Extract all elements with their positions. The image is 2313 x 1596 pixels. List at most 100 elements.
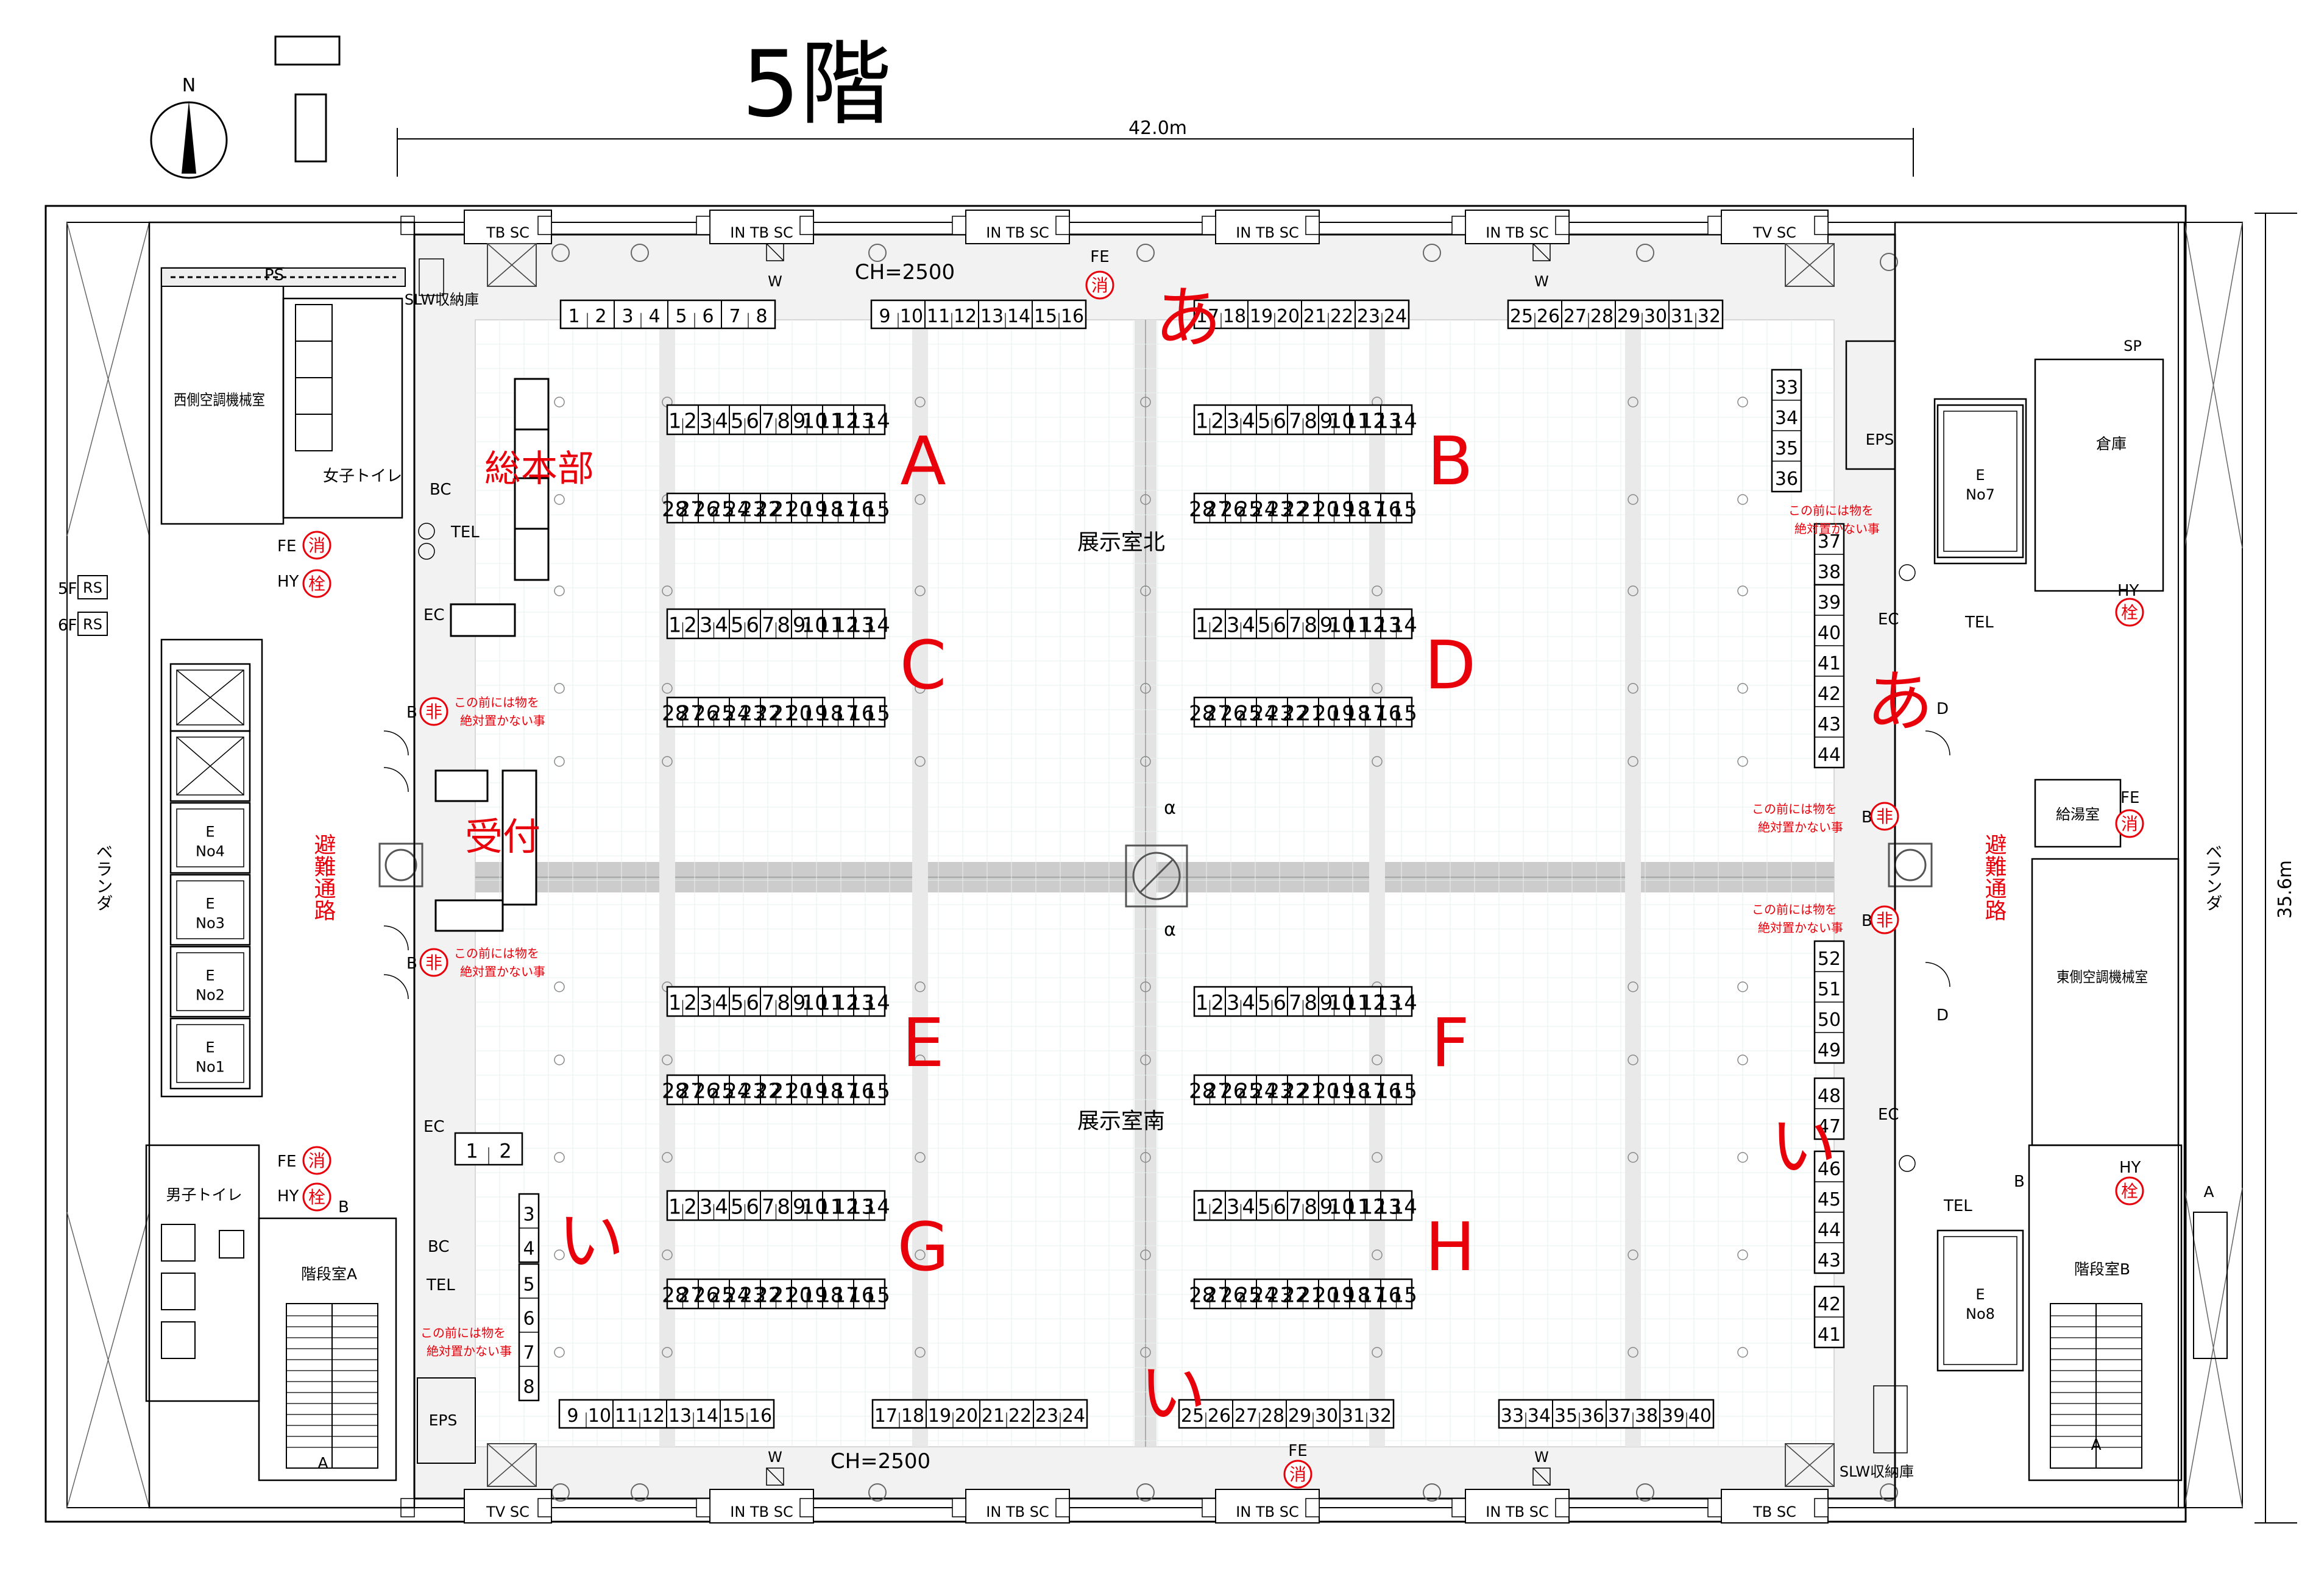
booth-number: 23 xyxy=(1267,497,1293,521)
b-label-east-exit-bottom: B xyxy=(1861,912,1872,930)
booth-number: 3 xyxy=(1227,1195,1240,1219)
booth-number: 44 xyxy=(1818,744,1841,766)
alpha-mark-north: α xyxy=(1164,797,1176,819)
hydrant-mark-east-bottom xyxy=(2115,1176,2144,1206)
booth-number: 28 xyxy=(1189,1079,1215,1103)
column-marker xyxy=(1140,683,1151,694)
booth-number: 13 xyxy=(980,306,1004,327)
column-marker xyxy=(554,756,565,767)
booth-number: 2 xyxy=(1211,1195,1224,1219)
booth-number: 19 xyxy=(1329,701,1355,726)
booth-number: 27 xyxy=(1234,1405,1258,1427)
booth-number: 18 xyxy=(1344,497,1370,521)
booth-number: 36 xyxy=(1775,468,1798,490)
stair-b-steps xyxy=(2050,1315,2142,1448)
booth-number: 23 xyxy=(740,1283,766,1307)
booth-number: 8 xyxy=(756,306,767,327)
corner-hatch-box xyxy=(1785,243,1835,287)
booth-number: 28 xyxy=(662,497,688,521)
booth-number: 23 xyxy=(1035,1405,1058,1427)
booth-number: 4 xyxy=(1242,1195,1255,1219)
column-marker xyxy=(1140,1347,1151,1358)
booth-number: 26 xyxy=(693,701,719,726)
booth-number: 11 xyxy=(1344,1195,1370,1219)
booth-number: 49 xyxy=(1818,1040,1841,1061)
booth-number: 18 xyxy=(817,1283,843,1307)
extinguisher-mark-west-top-text: 消 xyxy=(308,535,325,556)
b-label-west-exit-bottom: B xyxy=(406,955,417,973)
booth-number: 15 xyxy=(722,1405,745,1427)
stair-a-a-label: A xyxy=(317,1454,328,1472)
door-swing xyxy=(383,974,409,1000)
wall-column-marker xyxy=(1880,253,1898,271)
hq-label: 総本部 xyxy=(484,448,594,490)
booth-number: 23 xyxy=(1267,1079,1293,1103)
elevator-number-label: No8 xyxy=(1966,1305,1995,1322)
booth-number: 1 xyxy=(466,1140,478,1163)
booth-number: 22 xyxy=(1282,701,1308,726)
column-marker xyxy=(1140,981,1151,992)
wall-fixture-bottom xyxy=(709,1489,814,1524)
ec-label-east-bottom: EC xyxy=(1878,1106,1899,1124)
hall-columns xyxy=(551,244,1898,1502)
booth-number: 23 xyxy=(740,497,766,521)
booth-number: 13 xyxy=(848,1195,874,1219)
booth-number: 2 xyxy=(595,306,606,327)
booth-number: 36 xyxy=(1581,1405,1604,1427)
door-swing xyxy=(383,767,409,793)
wall-column-marker xyxy=(868,244,887,262)
column-marker xyxy=(1372,1152,1383,1163)
booth-number: 18 xyxy=(901,1405,924,1427)
mens-toilet-fixtures xyxy=(161,1224,244,1359)
booth-number: 24 xyxy=(724,1079,750,1103)
booth-number: 20 xyxy=(786,701,812,726)
booth-number: 5 xyxy=(523,1274,534,1296)
exit-mark-east-top xyxy=(1870,802,1899,831)
booth-number: 22 xyxy=(1282,497,1308,521)
booth-number: 22 xyxy=(1330,306,1353,327)
booth-number: 11 xyxy=(817,1195,843,1219)
booth-number: 28 xyxy=(1189,701,1215,726)
wall-post-bottom xyxy=(1305,1498,1320,1517)
west-evac-route-label: 避難通路 xyxy=(311,833,336,921)
booth-number: 38 xyxy=(1635,1405,1658,1427)
wall-post-top xyxy=(1055,216,1070,235)
stair-b xyxy=(2050,1303,2142,1469)
booth-number: 3 xyxy=(700,990,713,1015)
booth-number: 13 xyxy=(1375,409,1401,433)
booth-number: 5 xyxy=(1258,613,1271,637)
notice-east-lower-line2: 絶対置かない事 xyxy=(1758,920,1843,935)
exit-mark-west-top xyxy=(419,697,448,726)
booth-number: 13 xyxy=(668,1405,692,1427)
extinguisher-mark-south xyxy=(1283,1460,1312,1489)
booth-number: 23 xyxy=(1357,306,1380,327)
booth-number: 5 xyxy=(675,306,687,327)
booth-number: 15 xyxy=(1391,497,1417,521)
booth-number: 6 xyxy=(702,306,714,327)
booth-number: 9 xyxy=(793,613,806,637)
booth-number: 6 xyxy=(746,1195,759,1219)
booth-number: 16 xyxy=(1375,497,1401,521)
wall-post-top xyxy=(1202,216,1216,235)
west-ac-room-label-line1: 西側空調機械室 xyxy=(174,391,265,409)
island-letter-H: H xyxy=(1425,1208,1476,1286)
column-marker xyxy=(915,585,926,596)
column-marker xyxy=(915,1249,926,1260)
column-marker xyxy=(1628,1152,1638,1163)
booth-number: 26 xyxy=(1220,1079,1246,1103)
wall-column-marker xyxy=(631,1483,649,1502)
booth-number: 19 xyxy=(802,701,828,726)
corner-hatch-box xyxy=(1785,1443,1835,1487)
booth-number: 7 xyxy=(1289,409,1302,433)
hy-label-west-top: HY xyxy=(277,573,299,591)
exit-mark-west-bottom-text: 非 xyxy=(425,953,442,973)
booth-number: 7 xyxy=(1289,990,1302,1015)
wall-column-marker xyxy=(1423,244,1441,262)
booth-number: 28 xyxy=(662,1079,688,1103)
island-letter-C: C xyxy=(900,626,947,704)
elevator-car xyxy=(176,880,244,939)
